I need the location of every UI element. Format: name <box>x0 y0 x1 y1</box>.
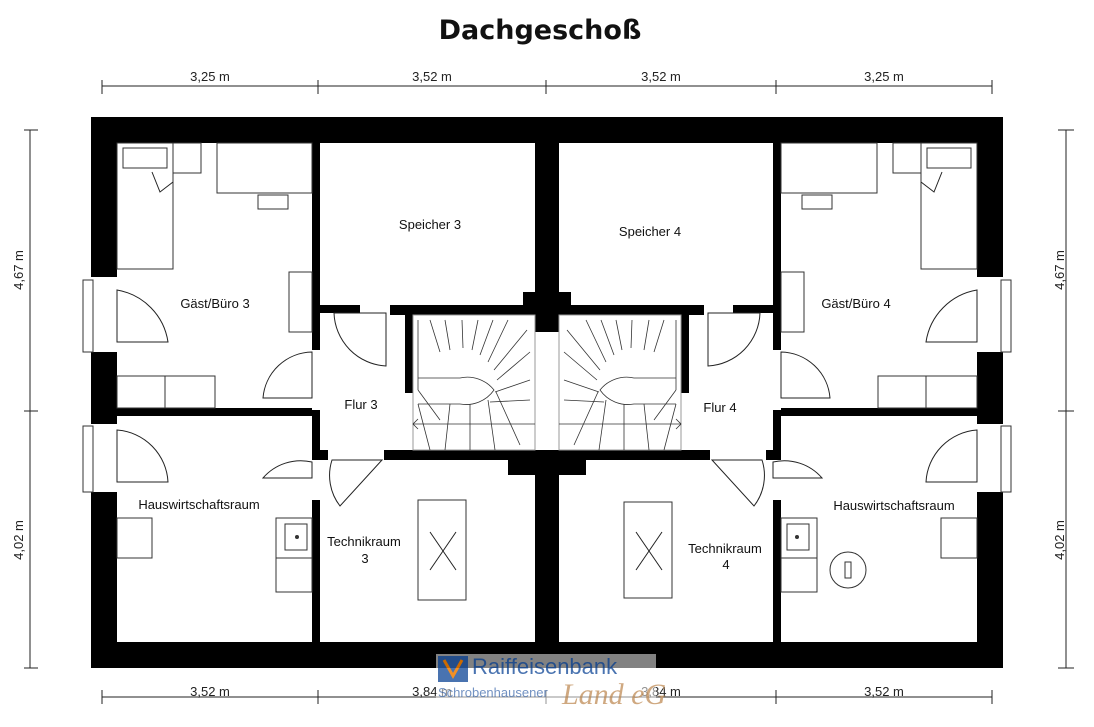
dim-top-4: 3,25 m <box>864 69 904 84</box>
windows <box>82 279 1012 493</box>
room-label-gast-4: Gäst/Büro 4 <box>821 296 890 311</box>
dim-right-2: 4,02 m <box>1052 520 1067 560</box>
skylight-left <box>417 499 467 601</box>
dim-left-1: 4,67 m <box>11 250 26 290</box>
doors <box>116 289 978 507</box>
room-label-flur-3: Flur 3 <box>344 397 377 412</box>
room-label-technik-3-number: 3 <box>361 551 368 566</box>
top-dimension-line: 3,25 m 3,52 m 3,52 m 3,25 m <box>101 69 993 94</box>
room-label-technik-4: Technikraum <box>688 541 762 556</box>
room-label-hwr-right: Hauswirtschaftsraum <box>833 498 954 513</box>
room-label-technik-3: Technikraum <box>327 534 401 549</box>
room-label-speicher-3: Speicher 3 <box>399 217 461 232</box>
room-label-technik-4-number: 4 <box>722 557 729 572</box>
logo-name: Raiffeisenbank <box>472 654 618 679</box>
room-label-gast-3: Gäst/Büro 3 <box>180 296 249 311</box>
furniture-left <box>116 142 313 593</box>
room-label-flur-4: Flur 4 <box>703 400 736 415</box>
room-label-speicher-4: Speicher 4 <box>619 224 681 239</box>
staircase-left <box>412 314 536 451</box>
plan-title: Dachgeschoß <box>439 15 642 46</box>
outer-walls <box>91 117 1003 668</box>
dim-right-1: 4,67 m <box>1052 250 1067 290</box>
room-label-hwr-left: Hauswirtschaftsraum <box>138 497 259 512</box>
right-dimension-line: 4,67 m 4,02 m <box>1052 129 1074 669</box>
skylight-right <box>623 501 673 599</box>
dim-bottom-4: 3,52 m <box>864 684 904 699</box>
left-dimension-line: 4,67 m 4,02 m <box>11 129 38 669</box>
dim-top-3: 3,52 m <box>641 69 681 84</box>
logo-land: Land eG <box>561 678 667 711</box>
dim-top-1: 3,25 m <box>190 69 230 84</box>
dim-left-2: 4,02 m <box>11 520 26 560</box>
furniture-right <box>780 142 978 593</box>
interior-walls <box>117 117 977 668</box>
raiffeisenbank-logo: Raiffeisenbank Schrobenhausener Land eG <box>436 654 667 711</box>
dim-bottom-1: 3,52 m <box>190 684 230 699</box>
logo-sub: Schrobenhausener <box>438 685 549 700</box>
staircase-right <box>558 314 682 451</box>
dim-top-2: 3,52 m <box>412 69 452 84</box>
